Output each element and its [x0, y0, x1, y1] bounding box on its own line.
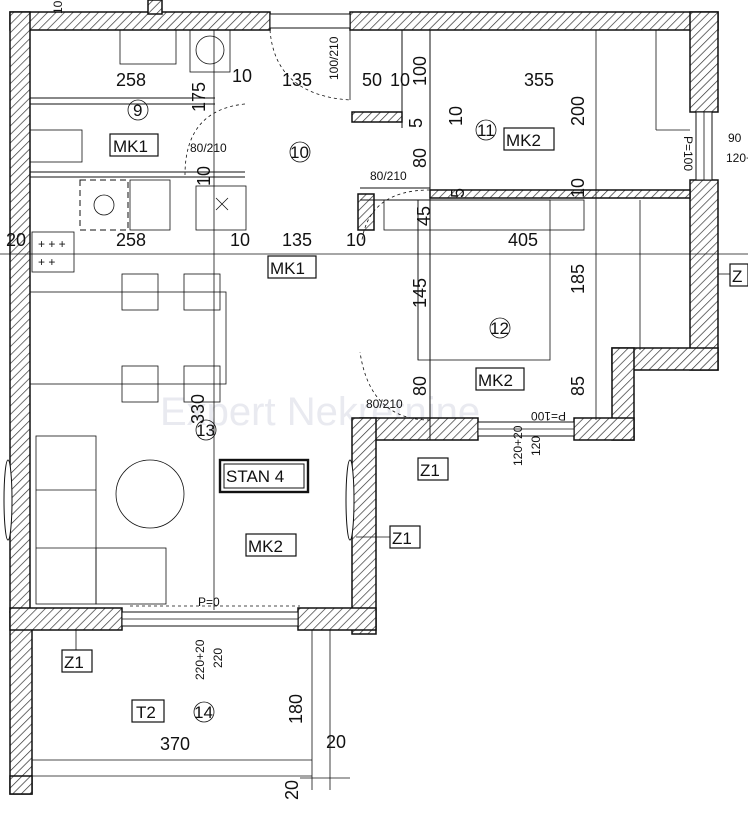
- dimension-label: 20: [282, 780, 302, 800]
- window-label: 220: [211, 648, 225, 668]
- door-label: P=0: [198, 595, 220, 609]
- dimension-label: 5: [448, 188, 468, 198]
- wall-tag: Z1: [420, 461, 440, 480]
- dimension-label: 100: [410, 56, 430, 86]
- dimension-label: 80: [410, 148, 430, 168]
- room-number: 12: [490, 319, 509, 338]
- room-number: 9: [133, 101, 142, 120]
- partitions: [30, 30, 431, 440]
- dimension-label: 45: [414, 206, 434, 226]
- svg-text:Z: Z: [732, 267, 742, 286]
- door-label: 80/210: [366, 397, 403, 411]
- dimension-label: 10: [346, 230, 366, 250]
- furniture: [29, 29, 585, 605]
- window-label: 120+: [726, 151, 748, 165]
- dimension-label: 20: [326, 732, 346, 752]
- room-material: MK2: [248, 537, 283, 556]
- room-number: 13: [196, 421, 215, 440]
- dimension-label: 200: [568, 96, 588, 126]
- door-label: 80/210: [370, 169, 407, 183]
- dimension-label: 370: [160, 734, 190, 754]
- dimension-label: 145: [410, 278, 430, 308]
- dimension-label: 355: [524, 70, 554, 90]
- dimension-label: 180: [286, 694, 306, 724]
- door-label: 100/210: [327, 36, 341, 80]
- dimension-label: 85: [568, 376, 588, 396]
- dimension-label: 20: [6, 230, 26, 250]
- window-label: 90: [728, 131, 742, 145]
- dimension-label: 80: [410, 376, 430, 396]
- room-material: T2: [136, 703, 156, 722]
- wall-tag: Z1: [392, 529, 412, 548]
- room-material: MK2: [506, 131, 541, 150]
- wall-tags: Z Z1 Z1 Z1: [61, 263, 748, 673]
- dimension-label: 258: [116, 230, 146, 250]
- dimension-label: 405: [508, 230, 538, 250]
- dimension-label: 5: [406, 118, 426, 128]
- windows: [121, 13, 713, 627]
- window-label: 120+20: [511, 425, 525, 466]
- door-label: 80/210: [190, 141, 227, 155]
- dimension-label: 258: [116, 70, 146, 90]
- room-material: MK1: [113, 137, 148, 156]
- dimension-label: 10: [230, 230, 250, 250]
- room-number: 10: [290, 143, 309, 162]
- dimension-label: 10: [568, 178, 588, 198]
- window-label: 220+20: [193, 639, 207, 680]
- dimension-label: 10: [232, 66, 252, 86]
- outlet-symbols: + + + + +: [38, 237, 66, 269]
- dimension-label: 10: [446, 106, 466, 126]
- dimension-label: 10: [390, 70, 410, 90]
- dimension-label: 50: [362, 70, 382, 90]
- room-number: 14: [194, 703, 213, 722]
- room-material: MK1: [270, 259, 305, 278]
- door-label: P=100: [531, 409, 566, 423]
- room-number: 11: [477, 121, 495, 140]
- room-labels: 9 MK1 10 MK2 11 12 MK2 MK1 13 MK2 STAN 4…: [109, 99, 555, 723]
- dimension-label: 175: [189, 82, 209, 112]
- dimension-label: 135: [282, 230, 312, 250]
- opening-labels: 100/210 80/210 80/210 80/210 P=100 P=100…: [190, 36, 748, 680]
- svg-text:+ +: + +: [38, 255, 55, 269]
- svg-text:+ + +: + + +: [38, 237, 66, 251]
- room-material: MK2: [478, 371, 513, 390]
- dimension-label: 185: [568, 264, 588, 294]
- dimension-label: 330: [188, 394, 208, 424]
- dimension-labels: 258 10 135 50 10 100 355 175 10 200 10 8…: [6, 0, 588, 800]
- apartment-label: STAN 4: [226, 467, 284, 486]
- doors: [3, 29, 431, 607]
- dimension-label: 135: [282, 70, 312, 90]
- dimension-label: 10: [194, 166, 214, 186]
- top-edge-label: 10: [51, 0, 65, 14]
- axis-lines: [0, 30, 748, 790]
- door-label: P=100: [681, 136, 695, 171]
- wall-tag: Z1: [64, 653, 84, 672]
- window-label: 120: [529, 436, 543, 456]
